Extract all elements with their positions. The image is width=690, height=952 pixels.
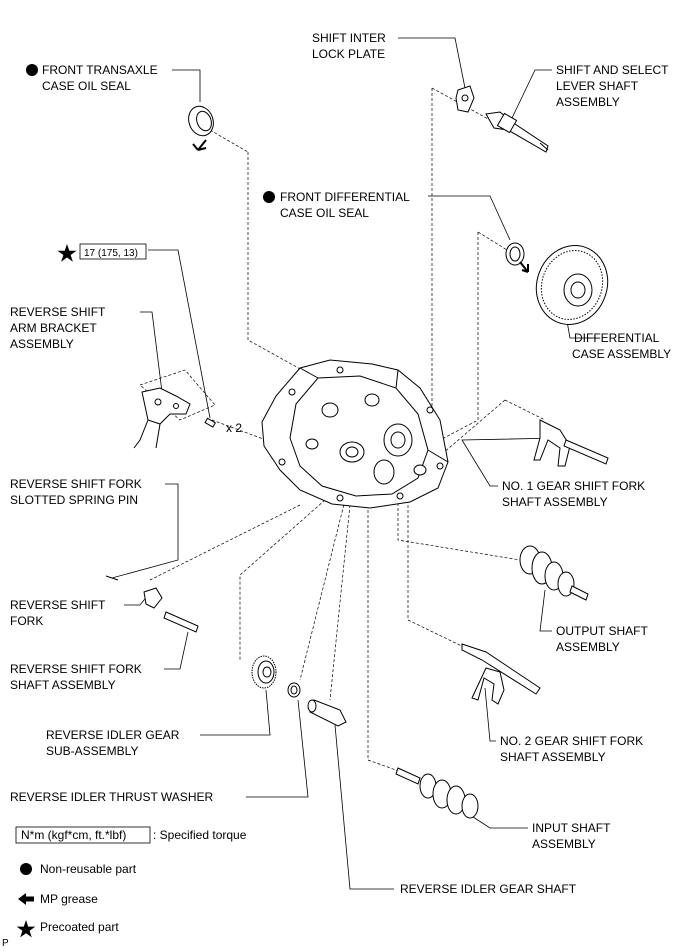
legend-dot-icon xyxy=(20,863,32,875)
shift-select-lever-shaft xyxy=(485,111,549,153)
leader-lines xyxy=(111,37,596,890)
label-reverse-idler-gear: REVERSE IDLER GEAR SUB-ASSEMBLY xyxy=(46,728,180,758)
reverse-shift-fork xyxy=(143,587,163,609)
legend-arrow-icon xyxy=(18,893,34,905)
corner-mark: P xyxy=(2,938,9,949)
no1-gear-shift-fork-shaft xyxy=(533,419,609,467)
differential-case xyxy=(535,245,609,325)
torque-value: 17 (175, 13) xyxy=(84,248,138,259)
precoated-star-icon xyxy=(57,244,77,262)
legend-torque-box-text: N*m (kgf*cm, ft.*lbf) xyxy=(21,828,127,842)
input-shaft xyxy=(395,767,479,819)
label-output-shaft: OUTPUT SHAFT ASSEMBLY xyxy=(556,624,648,654)
reverse-idler-thrust-washer xyxy=(287,682,301,698)
bolt-icon xyxy=(204,417,217,428)
label-no1-fork-shaft: NO. 1 GEAR SHIFT FORK SHAFT ASSEMBLY xyxy=(502,479,646,509)
label-slotted-spring-pin: REVERSE SHIFT FORK SLOTTED SPRING PIN xyxy=(10,477,142,507)
label-shift-inter-lock-plate: SHIFT INTER LOCK PLATE xyxy=(312,31,386,61)
label-reverse-shift-fork: REVERSE SHIFT FORK xyxy=(10,598,106,628)
legend-star-icon xyxy=(16,920,36,938)
shift-inter-lock-plate xyxy=(455,85,475,113)
label-no2-fork-shaft: NO. 2 GEAR SHIFT FORK SHAFT ASSEMBLY xyxy=(500,734,644,764)
label-reverse-shift-arm-bracket: REVERSE SHIFT ARM BRACKET ASSEMBLY xyxy=(10,305,106,351)
legend-torque-box xyxy=(15,826,151,844)
label-reverse-fork-shaft: REVERSE SHIFT FORK SHAFT ASSEMBLY xyxy=(10,662,142,692)
legend-torque-text: : Specified torque xyxy=(153,828,247,842)
torque-box xyxy=(79,243,147,260)
label-differential-case: DIFFERENTIAL CASE ASSEMBLY xyxy=(572,331,672,361)
transaxle-case xyxy=(261,359,449,509)
no2-gear-shift-fork-shaft xyxy=(461,643,541,705)
legend-mp-grease: MP grease xyxy=(40,892,98,906)
non-reusable-marker xyxy=(263,191,275,203)
label-thrust-washer: REVERSE IDLER THRUST WASHER xyxy=(10,790,214,804)
qty-label: x 2 xyxy=(226,421,242,435)
reverse-shift-fork-shaft xyxy=(163,611,199,633)
reverse-shift-arm-bracket xyxy=(133,387,191,449)
label-front-differential-oil-seal: FRONT DIFFERENTIAL CASE OIL SEAL xyxy=(280,190,410,220)
legend-precoated: Precoated part xyxy=(40,920,119,934)
label-front-transaxle-oil-seal: FRONT TRANSAXLE CASE OIL SEAL xyxy=(42,63,158,93)
label-input-shaft: INPUT SHAFT ASSEMBLY xyxy=(532,821,611,851)
slotted-spring-pin xyxy=(105,575,119,581)
legend-non-reusable: Non-reusable part xyxy=(40,862,137,876)
label-shift-select-lever-shaft: SHIFT AND SELECT LEVER SHAFT ASSEMBLY xyxy=(556,63,669,109)
output-shaft xyxy=(519,545,589,601)
non-reusable-marker xyxy=(26,64,38,76)
reverse-idler-gear xyxy=(251,655,277,689)
front-transaxle-oil-seal xyxy=(188,105,214,151)
reverse-idler-gear-shaft xyxy=(307,699,347,727)
label-idler-gear-shaft: REVERSE IDLER GEAR SHAFT xyxy=(400,882,577,896)
front-differential-oil-seal xyxy=(505,242,529,273)
